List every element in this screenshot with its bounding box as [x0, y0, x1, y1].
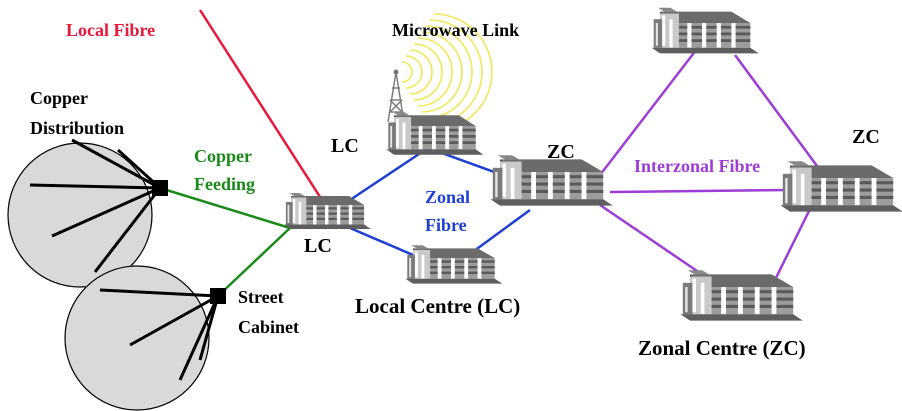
- lc-left-label: LC: [304, 235, 332, 257]
- office-building-icon: [405, 245, 503, 284]
- copper-distribution-area-lower: [64, 265, 210, 411]
- copper-distribution-area-upper: [7, 142, 153, 288]
- interzonal-fibre-lines: [599, 44, 822, 292]
- copper-distribution-label-line2: Distribution: [30, 118, 124, 138]
- local-centre-label: Local Centre (LC): [355, 294, 520, 318]
- zonal-fibre-label-line1: Zonal: [425, 187, 470, 207]
- street-cabinet-label-line2: Cabinet: [238, 317, 299, 337]
- zc-center-label: ZC: [547, 141, 575, 163]
- office-building-icon: [780, 161, 902, 212]
- street-cabinet-icon: [210, 288, 226, 304]
- microwave-link-label: Microwave Link: [392, 20, 519, 40]
- street-cabinet-icon: [152, 180, 168, 196]
- office-building-icon: [680, 270, 803, 321]
- copper-feeding-label-line1: Copper: [194, 146, 252, 166]
- copper-distribution-label-line1: Copper: [30, 88, 88, 108]
- copper-feeding-line-upper: [159, 186, 291, 230]
- copper-feeding-line-lower: [217, 227, 291, 297]
- local-fibre-line: [198, 9, 324, 201]
- copper-distribution-lines-lower: [99, 288, 220, 381]
- office-building-icon: [651, 7, 759, 54]
- zonal-centre-label: Zonal Centre (ZC): [638, 336, 806, 360]
- office-building-icon: [284, 193, 371, 229]
- local-fibre-label: Local Fibre: [66, 20, 155, 40]
- copper-feeding-label-line2: Feeding: [194, 174, 255, 194]
- street-cabinet-label-line1: Street: [238, 287, 284, 307]
- zc-right-label: ZC: [852, 126, 880, 148]
- interzonal-fibre-label: Interzonal Fibre: [634, 156, 760, 176]
- lc-top-label: LC: [331, 135, 359, 157]
- zonal-fibre-label-line2: Fibre: [425, 215, 467, 235]
